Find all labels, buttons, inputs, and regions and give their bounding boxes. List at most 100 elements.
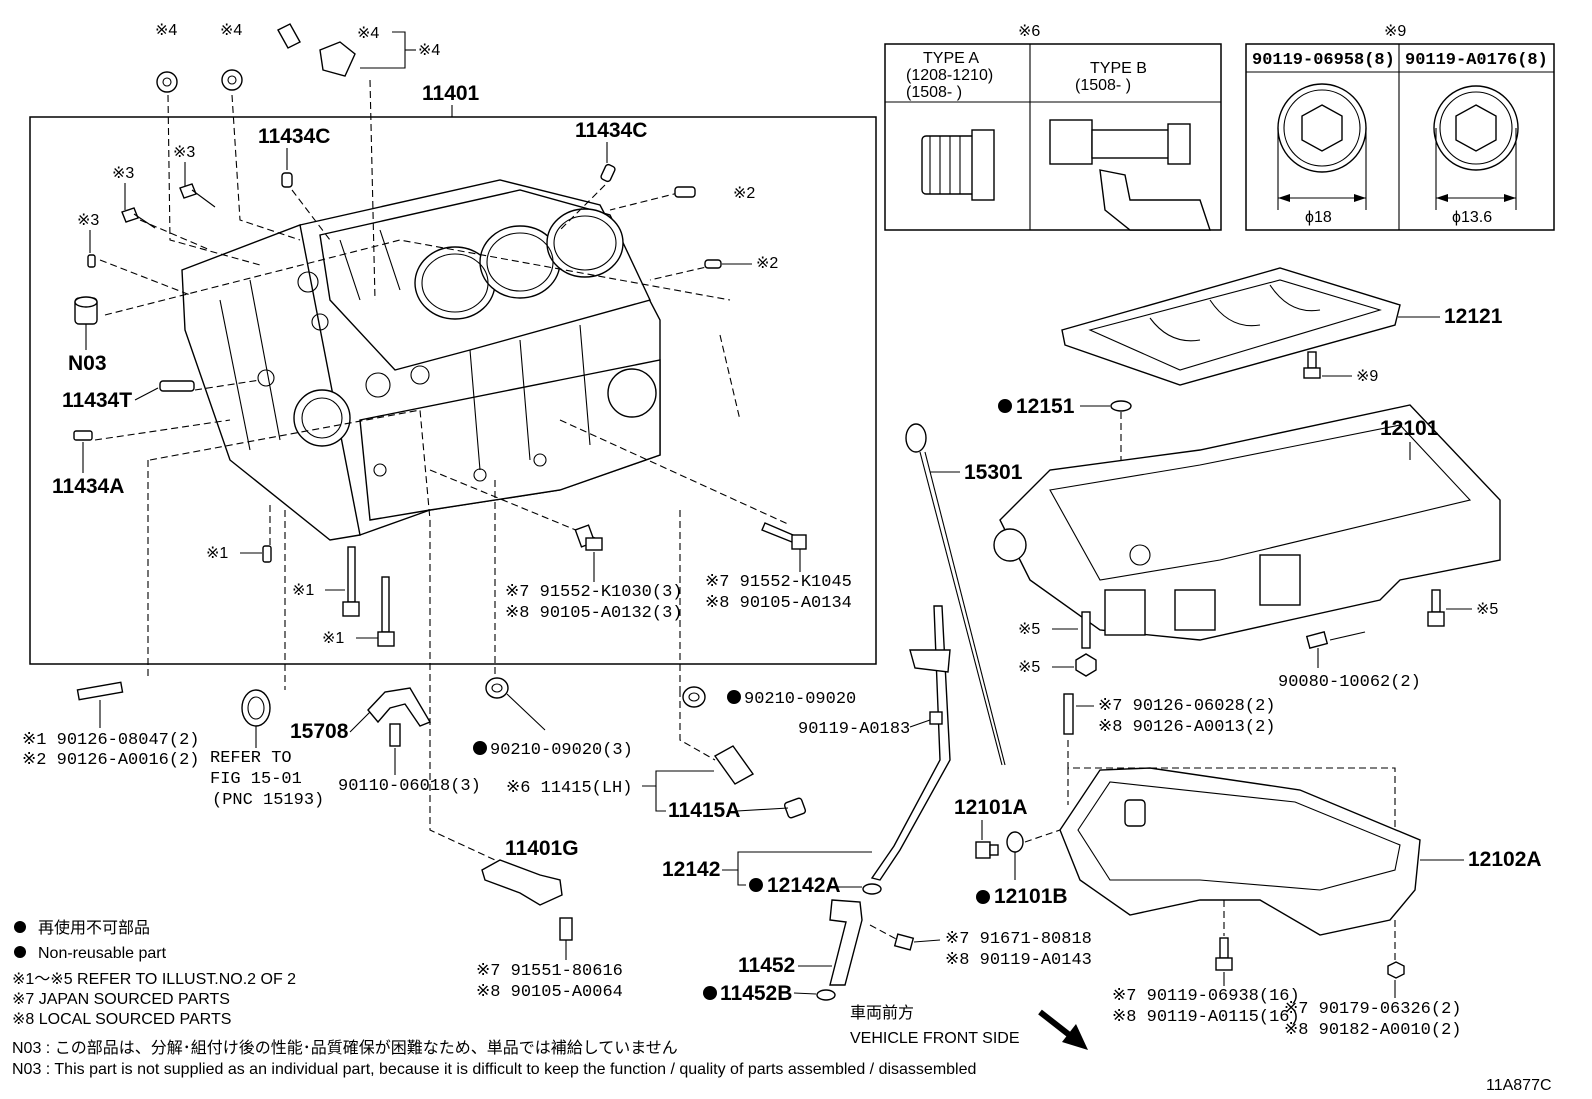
label-90080[interactable]: 90080-10062(2) bbox=[1278, 673, 1421, 692]
label-k9: ※9 bbox=[1356, 368, 1378, 385]
bolt-k9-part[interactable] bbox=[1303, 351, 1321, 379]
label-11434c-left[interactable]: 11434C bbox=[258, 125, 330, 148]
union-11415-part[interactable] bbox=[713, 745, 807, 819]
oil-pan-lower-12102a-part[interactable] bbox=[1059, 767, 1421, 936]
legend: 再使用不可部品 Non-reusable part ※1～※5 REFER TO… bbox=[12, 919, 976, 1078]
bolt-90119-a0183-part[interactable] bbox=[929, 711, 943, 725]
o-ring-12151-part[interactable] bbox=[1110, 400, 1132, 412]
plug-col1: 90119-06958(8) bbox=[1252, 51, 1395, 70]
label-15708[interactable]: 15708 bbox=[290, 720, 349, 743]
stud-k5-part[interactable] bbox=[1075, 589, 1445, 677]
tube-11452-part[interactable] bbox=[829, 899, 915, 986]
label-pan-bolt-line1[interactable]: ※7 90119-06938(16) bbox=[1112, 987, 1300, 1006]
legend-n03-jp: N03 : この部品は、分解･組付け後の性能･品質確保が困難なため、単品では補給… bbox=[12, 1039, 678, 1057]
seal-mid-part[interactable] bbox=[485, 677, 509, 699]
legend-en-nonreusable: Non-reusable part bbox=[38, 945, 167, 962]
label-12142a[interactable]: 12142A bbox=[767, 874, 841, 897]
label-k3b: ※3 bbox=[112, 165, 134, 182]
label-n03[interactable]: N03 bbox=[68, 352, 107, 375]
label-seal-mid[interactable]: 90210-09020(3) bbox=[490, 741, 633, 760]
knock-pin-part[interactable] bbox=[73, 163, 722, 563]
plug-18-drawing[interactable] bbox=[1277, 83, 1367, 210]
label-12151[interactable]: 12151 bbox=[1016, 395, 1075, 418]
label-pan-bolt2-line1[interactable]: ※7 90179-06326(2) bbox=[1284, 1000, 1461, 1019]
cylinder-block-group: 11401 bbox=[29, 23, 877, 861]
label-seal-right[interactable]: 90210-09020 bbox=[744, 690, 856, 709]
label-bolt2-line2[interactable]: ※8 90105-A0134 bbox=[705, 594, 852, 613]
type-table-header: ※6 bbox=[1018, 23, 1040, 40]
type-b-drawing[interactable] bbox=[1049, 119, 1211, 231]
stud-90126-part[interactable] bbox=[1063, 693, 1074, 735]
label-11452[interactable]: 11452 bbox=[738, 954, 795, 977]
o-ring-12142a-part[interactable] bbox=[862, 883, 882, 895]
type-b-range: (1508- ) bbox=[1075, 77, 1131, 94]
label-11434a[interactable]: 11434A bbox=[52, 475, 124, 498]
dipstick-guide-part[interactable] bbox=[870, 605, 951, 881]
label-k3c: ※3 bbox=[77, 212, 99, 229]
plug-dim2: ϕ13.6 bbox=[1452, 209, 1492, 226]
dipstick-15301-part[interactable] bbox=[905, 423, 1006, 766]
label-11415a[interactable]: 11415A bbox=[668, 799, 740, 822]
label-sensor-line1[interactable]: ※7 91551-80616 bbox=[476, 962, 623, 981]
baffle-plate-12121-part[interactable] bbox=[1061, 267, 1401, 386]
cylinder-block-drawing[interactable] bbox=[181, 179, 661, 541]
refer-line2: FIG 15-01 bbox=[210, 770, 302, 789]
label-bolt1-line1[interactable]: ※7 91552-K1030(3) bbox=[505, 583, 682, 602]
label-stud3-line2[interactable]: ※8 90126-A0013(2) bbox=[1098, 718, 1275, 737]
label-12121[interactable]: 12121 bbox=[1444, 305, 1503, 328]
gasket-k4-part[interactable] bbox=[156, 23, 356, 93]
oil-seal-ref-part[interactable] bbox=[241, 689, 271, 727]
label-k1b: ※1 bbox=[292, 582, 314, 599]
oil-pan-upper-12101-part[interactable] bbox=[993, 404, 1501, 641]
drain-plug-12101a-part[interactable] bbox=[975, 841, 999, 859]
label-stud3-line1[interactable]: ※7 90126-06028(2) bbox=[1098, 697, 1275, 716]
label-12142[interactable]: 12142 bbox=[662, 858, 720, 881]
legend-n03-en: N03 : This part is not supplied as an in… bbox=[12, 1061, 976, 1078]
label-15301[interactable]: 15301 bbox=[964, 461, 1023, 484]
type-a-drawing[interactable] bbox=[921, 129, 995, 201]
label-11434c-right[interactable]: 11434C bbox=[575, 119, 647, 142]
label-stud-line1[interactable]: ※1 90126-08047(2) bbox=[22, 731, 199, 750]
plug-n03-part[interactable] bbox=[74, 296, 98, 325]
plug-13-6-drawing[interactable] bbox=[1433, 85, 1519, 210]
label-11401g[interactable]: 11401G bbox=[505, 837, 579, 860]
label-12101b[interactable]: 12101B bbox=[994, 885, 1068, 908]
label-stud-line2[interactable]: ※2 90126-A0016(2) bbox=[22, 751, 199, 770]
plug-dim1: ϕ18 bbox=[1305, 209, 1332, 226]
nonreusable-dot-12151 bbox=[998, 399, 1012, 413]
label-11401[interactable]: 11401 bbox=[422, 82, 480, 105]
label-90110[interactable]: 90110-06018(3) bbox=[338, 777, 481, 796]
stud-bolt-part[interactable] bbox=[76, 681, 124, 701]
pan-bolts-part[interactable] bbox=[1215, 937, 1405, 979]
label-k4a: ※4 bbox=[155, 22, 177, 39]
label-11434t[interactable]: 11434T bbox=[62, 389, 132, 412]
seal-right-part[interactable] bbox=[682, 686, 706, 708]
gasket-12101b-part[interactable] bbox=[1006, 831, 1024, 853]
knock-sensor-11401g-part[interactable] bbox=[481, 859, 573, 941]
label-12102a[interactable]: 12102A bbox=[1468, 848, 1542, 871]
type-a-range2: (1508- ) bbox=[906, 84, 962, 101]
plug-table-header: ※9 bbox=[1384, 23, 1406, 40]
label-bolt1-line2[interactable]: ※8 90105-A0132(3) bbox=[505, 604, 682, 623]
label-k5c: ※5 bbox=[1476, 601, 1498, 618]
main-bearing-bolts-part[interactable] bbox=[342, 522, 807, 647]
o-ring-11452b-part[interactable] bbox=[816, 989, 836, 1001]
label-sensor-line2[interactable]: ※8 90105-A0064 bbox=[476, 983, 623, 1002]
type-a-range1: (1208-1210) bbox=[906, 67, 993, 84]
bolt-k3-part[interactable] bbox=[121, 183, 216, 229]
label-k2b: ※2 bbox=[756, 255, 778, 272]
label-pan-bolt2-line2[interactable]: ※8 90182-A0010(2) bbox=[1284, 1021, 1461, 1040]
nonreusable-dot-12142a bbox=[749, 878, 763, 892]
label-pan-bolt-line2[interactable]: ※8 90119-A0115(16) bbox=[1112, 1008, 1300, 1027]
label-11452b[interactable]: 11452B bbox=[720, 982, 792, 1005]
label-bolt2-line1[interactable]: ※7 91552-K1045 bbox=[705, 573, 852, 592]
label-12101[interactable]: 12101 bbox=[1380, 417, 1439, 440]
refer-line3: (PNC 15193) bbox=[212, 791, 324, 810]
label-11415[interactable]: ※6 11415(LH) bbox=[506, 779, 632, 798]
label-90119-a0183[interactable]: 90119-A0183 bbox=[798, 720, 910, 739]
plug-table: ※9 90119-06958(8) 90119-A0176(8) ϕ18 bbox=[1245, 23, 1555, 231]
label-tube-bolt-line1[interactable]: ※7 91671-80818 bbox=[945, 930, 1092, 949]
oil-jet-15708-part[interactable] bbox=[367, 687, 432, 747]
label-12101a[interactable]: 12101A bbox=[954, 796, 1028, 819]
label-tube-bolt-line2[interactable]: ※8 90119-A0143 bbox=[945, 951, 1092, 970]
